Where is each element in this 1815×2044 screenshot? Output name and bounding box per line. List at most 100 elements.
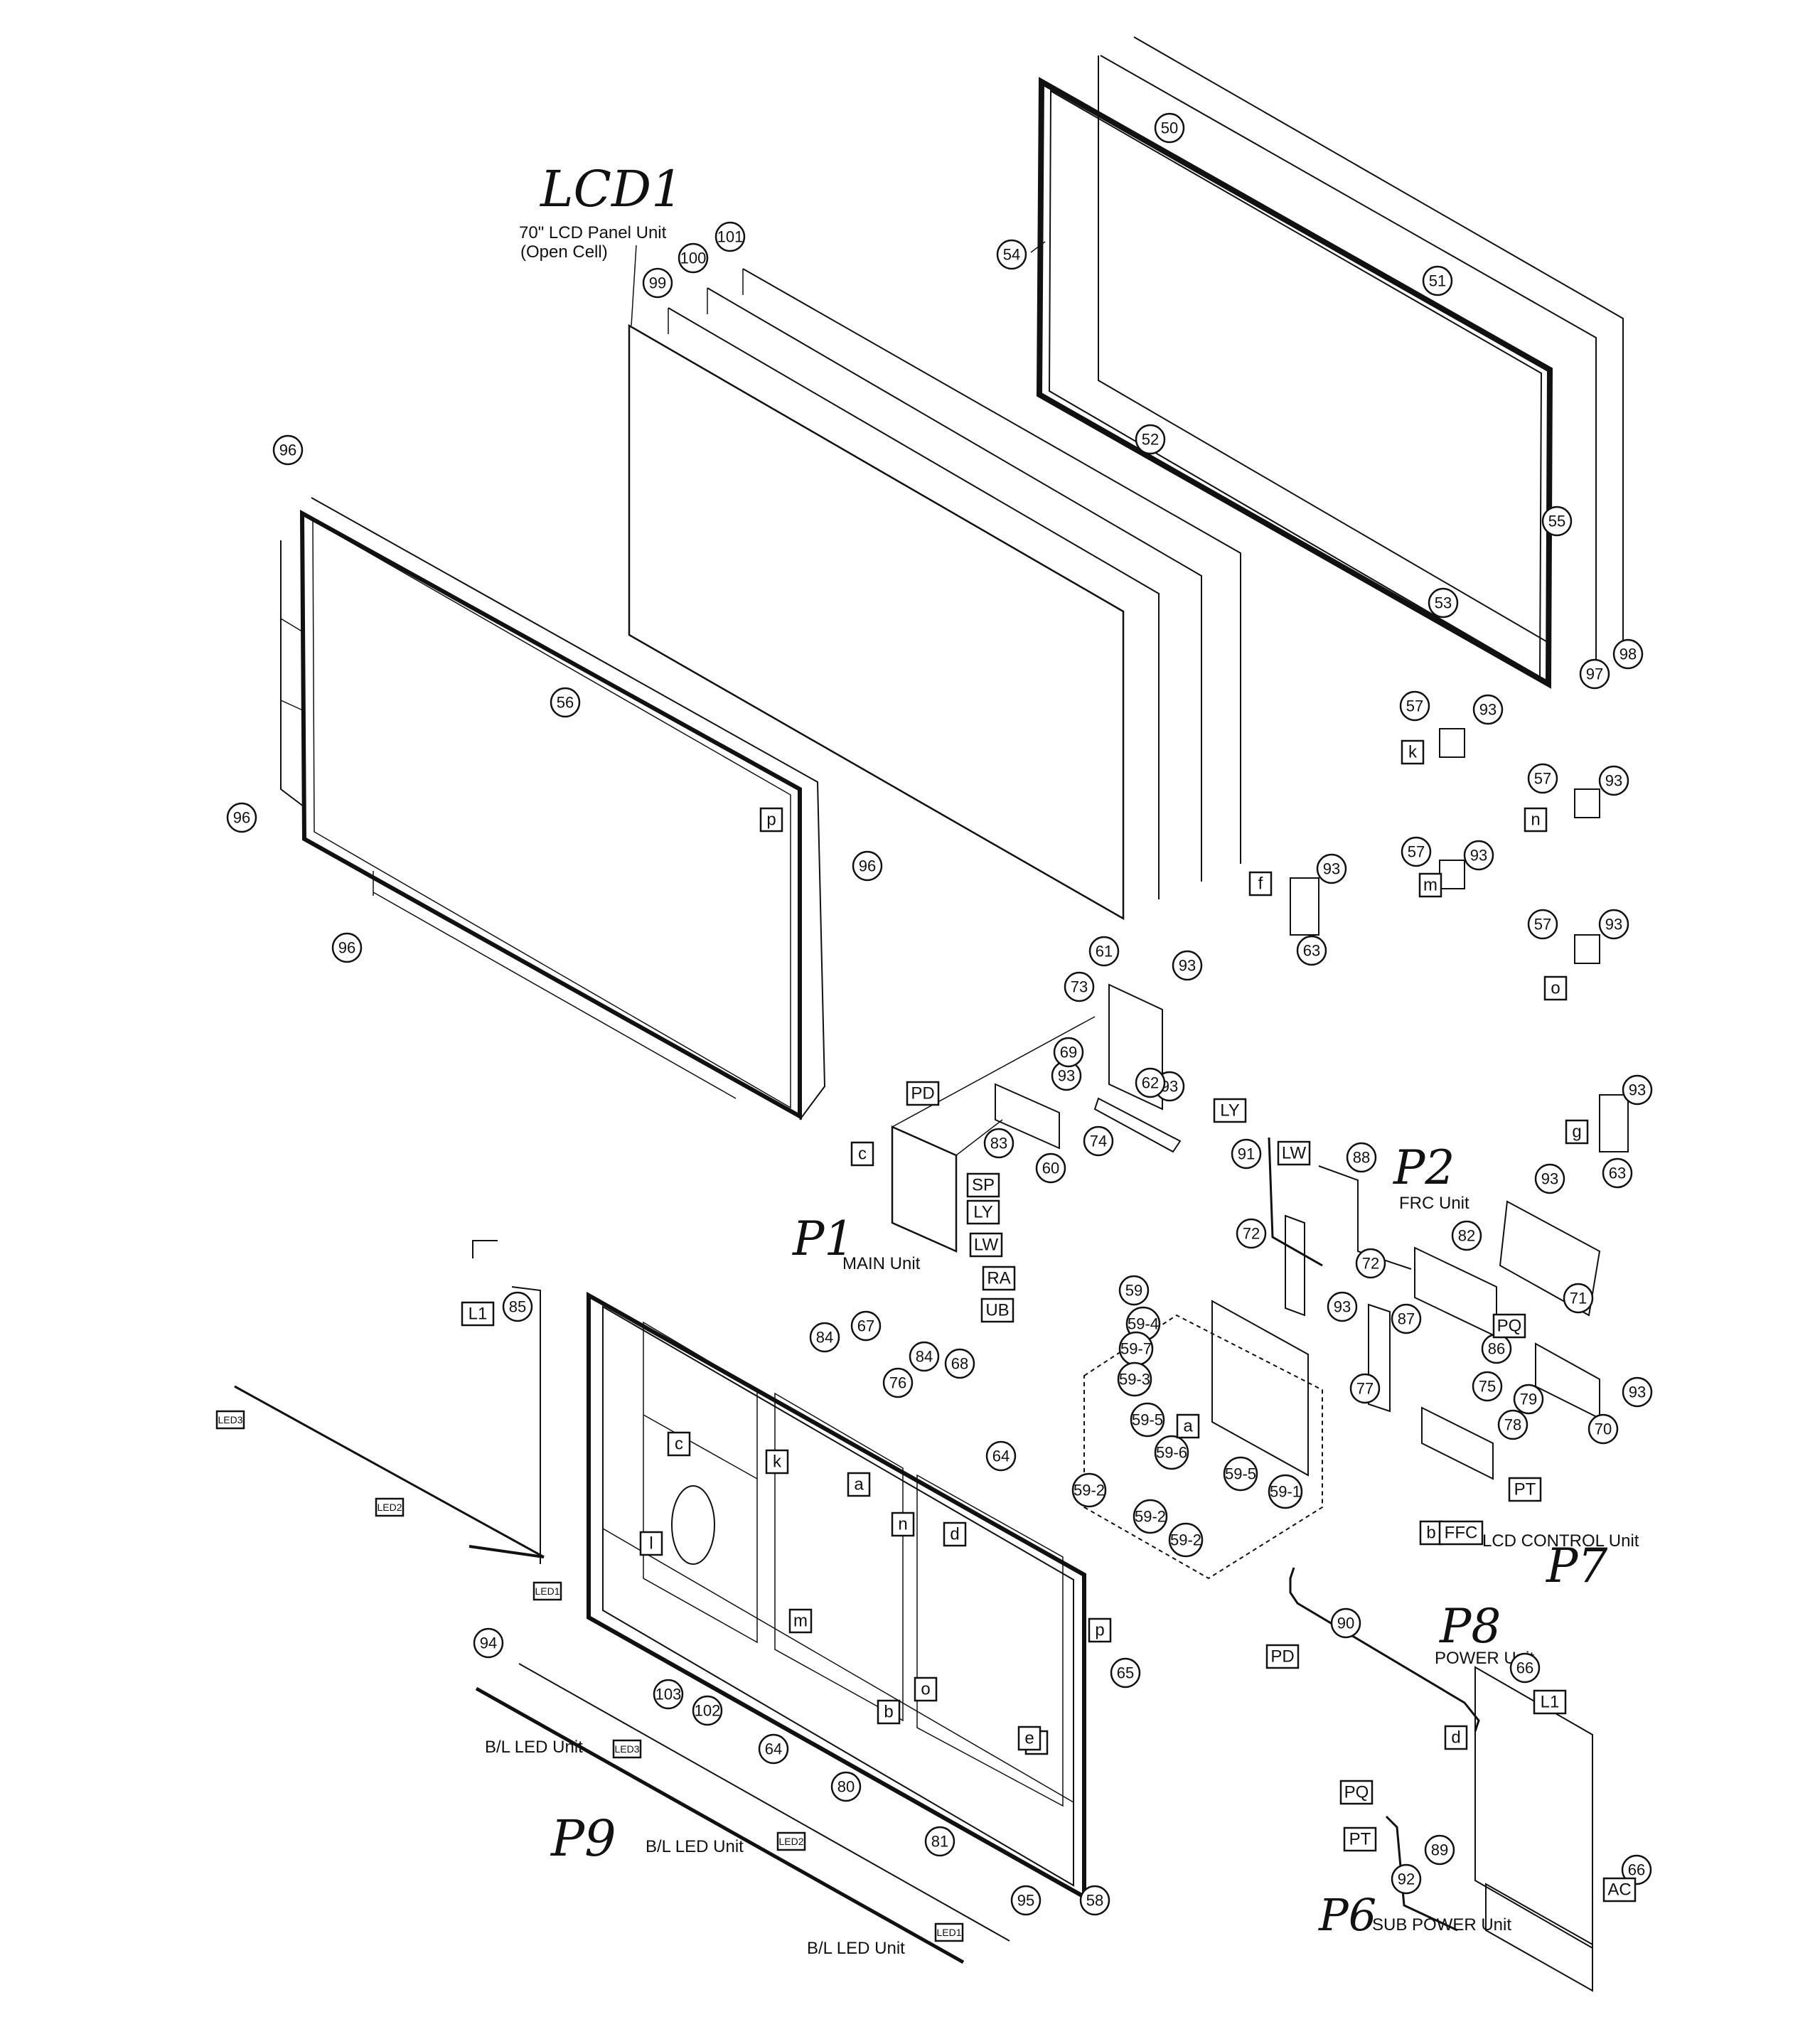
callout-circle xyxy=(1513,1384,1544,1415)
callout-circle xyxy=(1296,935,1327,966)
callout-59-3: 59-3 xyxy=(1117,1361,1152,1397)
tag-b: b xyxy=(1419,1520,1443,1546)
callout-circle xyxy=(1598,909,1629,940)
handwritten-p6: P6 xyxy=(1318,1889,1376,1941)
callout-number: 96 xyxy=(233,809,250,827)
tag-label: g xyxy=(1572,1123,1581,1142)
tag-k: k xyxy=(1401,739,1425,765)
tag-label: c xyxy=(675,1435,683,1454)
right-boards xyxy=(1083,1137,1601,1992)
callout-circle xyxy=(653,1679,684,1710)
tag-p: p xyxy=(1088,1617,1112,1643)
callout-circle xyxy=(642,267,673,299)
tag-pd: PD xyxy=(906,1081,940,1106)
callout-number: 93 xyxy=(1334,1298,1351,1316)
callout-number: 75 xyxy=(1479,1378,1496,1396)
callout-circle xyxy=(1083,1125,1114,1157)
callout-92: 92 xyxy=(1391,1863,1422,1895)
callout-number: 89 xyxy=(1431,1841,1448,1859)
tag-a: a xyxy=(847,1472,871,1497)
tag-box xyxy=(776,1831,806,1851)
callout-number: 95 xyxy=(1017,1892,1034,1910)
handwritten-p7: P7 xyxy=(1546,1539,1607,1593)
tag-box xyxy=(891,1511,915,1537)
callout-circle xyxy=(1527,763,1558,794)
callout-number: 59-2 xyxy=(1170,1531,1201,1549)
tag-c: c xyxy=(850,1141,874,1167)
tag-label: m xyxy=(1423,876,1437,895)
callout-59-7: 59-7 xyxy=(1118,1331,1154,1366)
callout-60: 60 xyxy=(1035,1152,1066,1184)
tag-box xyxy=(1017,1725,1042,1751)
tag-sp: SP xyxy=(966,1172,1000,1198)
callout-52: 52 xyxy=(1135,424,1166,455)
callout-circle xyxy=(1135,424,1166,455)
callout-63: 63 xyxy=(1602,1157,1633,1189)
tag-l1: L1 xyxy=(461,1301,495,1327)
callout-circle xyxy=(924,1826,955,1857)
callout-circle xyxy=(1223,1456,1258,1492)
tag-o: o xyxy=(914,1676,938,1702)
tag-box xyxy=(906,1081,940,1106)
callout-86: 86 xyxy=(1481,1333,1512,1364)
callout-circle xyxy=(550,687,581,718)
callout-82: 82 xyxy=(1451,1220,1482,1251)
callout-number: 93 xyxy=(1179,957,1196,975)
callout-number: 51 xyxy=(1429,272,1446,290)
callout-96: 96 xyxy=(852,850,883,882)
main-unit-label: MAIN Unit xyxy=(842,1254,921,1273)
callout-circle xyxy=(1053,1037,1084,1068)
callout-80: 80 xyxy=(830,1771,862,1802)
callout-67: 67 xyxy=(850,1310,882,1342)
callout-number: 59-2 xyxy=(1074,1482,1105,1499)
callout-93: 93 xyxy=(1598,765,1629,796)
callout-number: 81 xyxy=(931,1833,948,1851)
tag-label: l xyxy=(649,1534,653,1553)
tag-label: o xyxy=(921,1680,930,1699)
callout-circle xyxy=(1010,1885,1042,1916)
callout-number: 60 xyxy=(1042,1160,1059,1177)
callout-circle xyxy=(1130,1402,1165,1438)
tag-led2: LED2 xyxy=(375,1497,405,1517)
tag-label: e xyxy=(1024,1729,1034,1748)
callout-circle xyxy=(692,1695,723,1726)
callout-56: 56 xyxy=(550,687,581,718)
tag-o: o xyxy=(1543,975,1568,1001)
callout-circle xyxy=(678,242,709,274)
callout-number: 84 xyxy=(816,1329,833,1347)
callout-59-2: 59-2 xyxy=(1168,1522,1204,1558)
callout-circle xyxy=(1064,971,1095,1002)
callout-circle xyxy=(909,1341,940,1372)
tag-label: FFC xyxy=(1445,1524,1478,1543)
callout-73: 73 xyxy=(1064,971,1095,1002)
callout-circle xyxy=(1424,1834,1455,1866)
callout-circle xyxy=(1509,1652,1541,1684)
tag-label: UB xyxy=(985,1301,1009,1320)
callout-circle xyxy=(1327,1291,1358,1322)
callout-circle xyxy=(985,1440,1017,1472)
callout-93: 93 xyxy=(1472,694,1504,725)
callout-79: 79 xyxy=(1513,1384,1544,1415)
callout-number: 82 xyxy=(1458,1227,1475,1245)
callout-circle xyxy=(1602,1157,1633,1189)
callout-number: 59-5 xyxy=(1225,1465,1256,1483)
callout-59-5: 59-5 xyxy=(1223,1456,1258,1492)
tag-ffc: FFC xyxy=(1438,1520,1484,1546)
tag-label: RA xyxy=(987,1269,1010,1288)
callout-number: 101 xyxy=(717,228,744,246)
tag-lw: LW xyxy=(1277,1140,1311,1166)
handwritten-p8: P8 xyxy=(1439,1599,1501,1654)
callout-number: 73 xyxy=(1071,978,1088,996)
tag-label: LED1 xyxy=(535,1585,560,1597)
callout-number: 56 xyxy=(557,694,574,712)
callout-87: 87 xyxy=(1391,1303,1422,1334)
callout-61: 61 xyxy=(1088,936,1120,967)
callout-number: 59-5 xyxy=(1132,1411,1163,1429)
callout-number: 80 xyxy=(837,1778,855,1796)
callout-78: 78 xyxy=(1497,1409,1528,1440)
tag-label: n xyxy=(898,1515,907,1534)
tag-box xyxy=(966,1199,1000,1225)
callout-66: 66 xyxy=(1621,1854,1652,1885)
tag-ly: LY xyxy=(1213,1098,1247,1123)
